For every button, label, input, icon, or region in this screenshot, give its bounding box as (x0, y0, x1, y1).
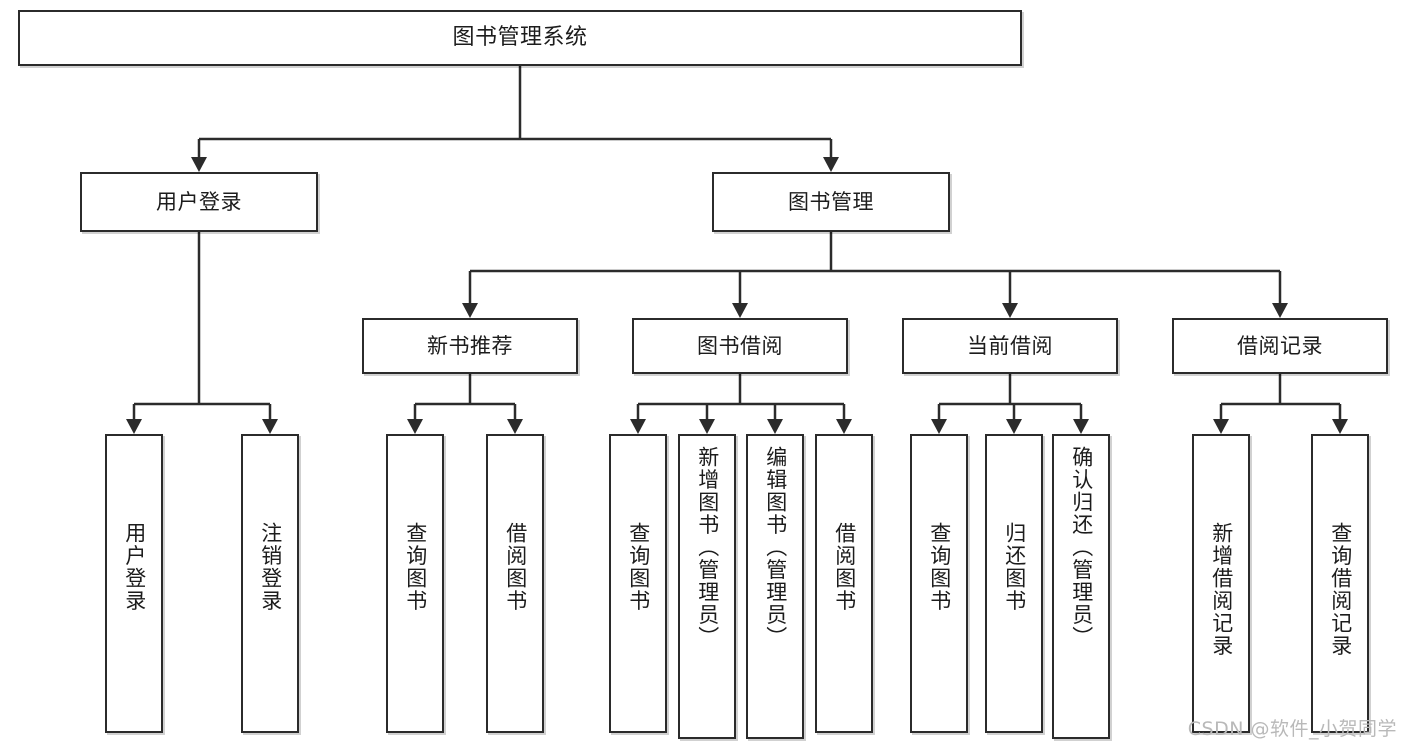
node-label: 查询图书 (403, 522, 428, 612)
node-label: 图书借阅 (697, 333, 783, 358)
node-borrow[interactable]: 图书借阅 (632, 318, 848, 374)
arrow-head (732, 303, 748, 318)
arrow-head (1213, 419, 1229, 434)
node-label: 查询图书 (626, 522, 651, 612)
node-label: 图书管理系统 (452, 25, 588, 51)
node-leaf-borrow-bw[interactable]: 借阅图书 (815, 434, 873, 733)
node-leaf-add-rec[interactable]: 新增借阅记录 (1192, 434, 1250, 733)
arrow-head (262, 419, 278, 434)
arrow-head (1073, 419, 1089, 434)
node-label: 当前借阅 (967, 333, 1053, 358)
node-label: 新书推荐 (427, 333, 513, 358)
node-leaf-borrow-nb[interactable]: 借阅图书 (486, 434, 544, 733)
node-leaf-add-book[interactable]: 新增图书（管理员） (678, 434, 736, 739)
arrow-head (407, 419, 423, 434)
node-label: 用户登录 (156, 189, 242, 214)
node-label: 借阅记录 (1237, 333, 1323, 358)
arrow-head (507, 419, 523, 434)
node-leaf-return[interactable]: 归还图书 (985, 434, 1043, 733)
watermark-text: CSDN @软件_小贺同学 (1187, 718, 1397, 740)
node-leaf-userlogin[interactable]: 用户登录 (105, 434, 163, 733)
node-label: 编辑图书（管理员） (763, 446, 788, 649)
node-current[interactable]: 当前借阅 (902, 318, 1118, 374)
node-label: 图书管理 (788, 189, 874, 214)
node-label: 查询图书 (927, 522, 952, 612)
node-leaf-query-cur[interactable]: 查询图书 (910, 434, 968, 733)
node-leaf-query-rec[interactable]: 查询借阅记录 (1311, 434, 1369, 733)
node-records[interactable]: 借阅记录 (1172, 318, 1388, 374)
node-leaf-confirm[interactable]: 确认归还（管理员） (1052, 434, 1110, 739)
node-label: 借阅图书 (503, 522, 528, 612)
node-label: 新增借阅记录 (1209, 522, 1234, 657)
node-label: 确认归还（管理员） (1069, 446, 1094, 649)
node-leaf-logout[interactable]: 注销登录 (241, 434, 299, 733)
arrow-head (191, 157, 207, 172)
arrow-head (1272, 303, 1288, 318)
arrow-head (931, 419, 947, 434)
node-label: 新增图书（管理员） (695, 446, 720, 649)
arrow-head (823, 157, 839, 172)
node-login[interactable]: 用户登录 (80, 172, 318, 232)
node-label: 查询借阅记录 (1328, 522, 1353, 657)
node-label: 注销登录 (258, 522, 283, 612)
arrow-head (767, 419, 783, 434)
node-leaf-query-bw[interactable]: 查询图书 (609, 434, 667, 733)
arrow-head (1006, 419, 1022, 434)
node-bookmgmt[interactable]: 图书管理 (712, 172, 950, 232)
node-label: 归还图书 (1002, 522, 1027, 612)
node-root[interactable]: 图书管理系统 (18, 10, 1022, 66)
arrow-head (630, 419, 646, 434)
arrow-head (126, 419, 142, 434)
arrow-head (699, 419, 715, 434)
arrow-head (1332, 419, 1348, 434)
arrow-head (462, 303, 478, 318)
node-leaf-edit-book[interactable]: 编辑图书（管理员） (746, 434, 804, 739)
node-label: 借阅图书 (832, 522, 857, 612)
node-leaf-query-nb[interactable]: 查询图书 (386, 434, 444, 733)
arrow-head (1002, 303, 1018, 318)
arrow-head (836, 419, 852, 434)
node-label: 用户登录 (122, 522, 147, 612)
node-newbook[interactable]: 新书推荐 (362, 318, 578, 374)
